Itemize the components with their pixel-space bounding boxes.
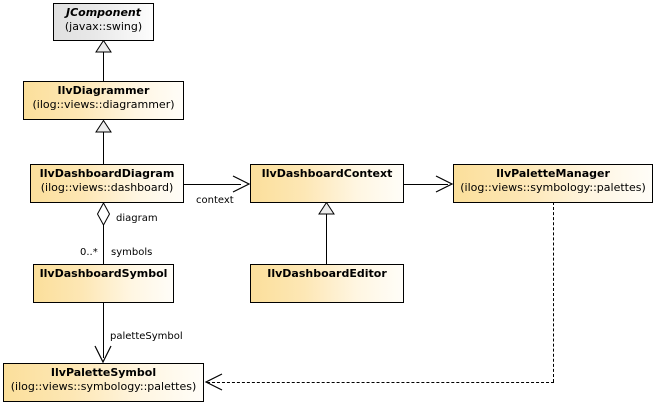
association-arrowhead-palettesymbol — [94, 345, 112, 364]
association-arrowhead-palettemanager — [435, 175, 454, 193]
generalization-arrowhead-context — [318, 202, 335, 215]
class-package-ilvpalettesymbol: (ilog::views::symbology::palettes) — [10, 380, 197, 393]
class-package-ilvdashboarddiagram: (ilog::views::dashboard) — [40, 181, 174, 194]
class-name-ilvdashboardeditor: IlvDashboardEditor — [267, 267, 387, 280]
class-package-ilvdiagrammer: (ilog::views::diagrammer) — [32, 98, 175, 111]
class-name-ilvdashboardcontext: IlvDashboardContext — [261, 167, 393, 180]
edge-label-multiplicity: 0..* — [80, 247, 98, 258]
aggregation-diamond-dashboarddiagram — [96, 202, 111, 226]
edge-label-context: context — [196, 195, 234, 206]
class-box-ilvdashboardsymbol[interactable]: IlvDashboardSymbol — [33, 264, 174, 303]
edge-label-symbols: symbols — [111, 247, 153, 258]
edge-label-diagram: diagram — [116, 213, 158, 224]
edge-association-symbol-palettesymbol — [103, 302, 104, 358]
class-package-ilvpalettemanager: (ilog::views::symbology::palettes) — [460, 181, 646, 194]
class-package-jcomponent: (javax::swing) — [64, 20, 143, 33]
edge-association-diagram-context — [183, 184, 241, 185]
class-name-ilvdashboardsymbol: IlvDashboardSymbol — [39, 267, 168, 280]
dependency-arrowhead-palettesymbol — [204, 373, 223, 391]
class-name-ilvpalettesymbol: IlvPaletteSymbol — [50, 366, 157, 379]
class-box-ilvdashboardcontext[interactable]: IlvDashboardContext — [250, 164, 404, 203]
edge-generalization-diagrammer-jcomponent — [103, 52, 104, 81]
class-box-ilvdiagrammer[interactable]: IlvDiagrammer (ilog::views::diagrammer) — [23, 81, 184, 120]
generalization-arrowhead-diagrammer — [95, 120, 112, 133]
class-name-jcomponent: JComponent — [66, 6, 141, 19]
association-arrowhead-context — [232, 175, 251, 193]
edge-dependency-horizontal-segment — [207, 382, 554, 383]
edge-generalization-editor-context — [326, 214, 327, 264]
class-name-ilvdashboarddiagram: IlvDashboardDiagram — [39, 167, 175, 180]
generalization-arrowhead-jcomponent — [95, 40, 112, 53]
edge-label-palette-symbol: paletteSymbol — [110, 331, 183, 342]
edge-generalization-dashboarddiagram-diagrammer — [103, 132, 104, 164]
edge-dependency-vertical-segment — [553, 202, 554, 382]
edge-association-context-palettemanager — [403, 184, 448, 185]
class-name-ilvdiagrammer: IlvDiagrammer — [57, 84, 150, 97]
class-name-ilvpalettemanager: IlvPaletteManager — [496, 167, 610, 180]
class-box-ilvpalettesymbol[interactable]: IlvPaletteSymbol (ilog::views::symbology… — [3, 363, 204, 402]
class-box-ilvdashboardeditor[interactable]: IlvDashboardEditor — [250, 264, 404, 303]
class-box-ilvpalettemanager[interactable]: IlvPaletteManager (ilog::views::symbolog… — [453, 164, 653, 203]
class-box-jcomponent[interactable]: JComponent (javax::swing) — [53, 3, 154, 41]
class-box-ilvdashboarddiagram[interactable]: IlvDashboardDiagram (ilog::views::dashbo… — [30, 164, 184, 203]
edge-aggregation-diagram-symbols — [103, 225, 104, 264]
